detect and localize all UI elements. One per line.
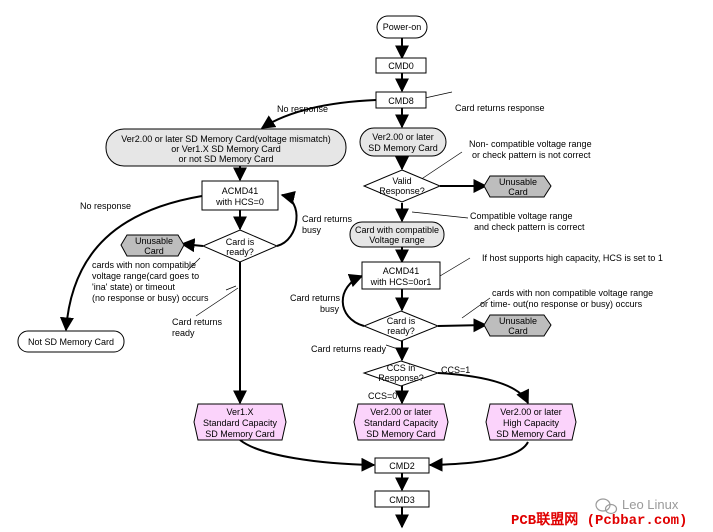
node-mismatch: Ver2.00 or later SD Memory Card(voltage … bbox=[105, 128, 347, 167]
card-compatible-line-1: Card with compatible bbox=[355, 225, 439, 235]
acmd41-right-line-2: with HCS=0or1 bbox=[370, 277, 432, 287]
node-cmd2: CMD2 bbox=[374, 457, 430, 474]
node-acmd41-left: ACMD41 with HCS=0 bbox=[201, 180, 279, 211]
node-power-on: Power-on bbox=[376, 15, 428, 39]
node-ver2-std: Ver2.00 or later Standard Capacity SD Me… bbox=[353, 403, 449, 441]
hcs-note: If host supports high capacity, HCS is s… bbox=[482, 253, 663, 263]
no-response-label-2: No response bbox=[80, 201, 131, 211]
cmd3-label: CMD3 bbox=[389, 495, 415, 505]
non-compatible-line-1: Non- compatible voltage range bbox=[469, 139, 592, 149]
compatible-line-1: Compatible voltage range bbox=[470, 211, 573, 221]
node-ver2-later: Ver2.00 or later SD Memory Card bbox=[359, 127, 447, 157]
node-cmd3: CMD3 bbox=[374, 490, 430, 508]
no-response-label-1: No response bbox=[277, 104, 328, 114]
valid-response-line-2: Response? bbox=[379, 186, 425, 196]
node-ver2-high: Ver2.00 or later High Capacity SD Memory… bbox=[485, 403, 577, 441]
acmd41-left-line-1: ACMD41 bbox=[222, 186, 259, 196]
watermark-brand: Leo Linux bbox=[622, 497, 679, 512]
node-unusable-right-1: Unusable Card bbox=[483, 175, 552, 198]
card-ready-left-line-1: Card is bbox=[226, 237, 255, 247]
ver2-std-line-1: Ver2.00 or later bbox=[370, 407, 432, 417]
node-ccs-response: CCS in Response? bbox=[362, 360, 440, 387]
node-cmd0: CMD0 bbox=[375, 57, 427, 74]
cmd0-label: CMD0 bbox=[388, 61, 414, 71]
card-returns-ready-1-line-1: Card returns bbox=[172, 317, 223, 327]
node-card-ready-right: Card is ready? bbox=[362, 310, 440, 342]
ver1x-line-2: Standard Capacity bbox=[203, 418, 278, 428]
unusable-left-line-2: Card bbox=[144, 246, 164, 256]
card-compatible-line-2: Voltage range bbox=[369, 235, 425, 245]
non-compat-left-line-2: voltage range(card goes to bbox=[92, 271, 199, 281]
card-returns-busy-1-line-1: Card returns bbox=[302, 214, 353, 224]
connectors bbox=[59, 38, 529, 529]
non-compat-right-line-2: or time- out(no response or busy) occurs bbox=[480, 299, 643, 309]
valid-response-line-1: Valid bbox=[392, 176, 411, 186]
ver1x-line-3: SD Memory Card bbox=[205, 429, 275, 439]
cmd8-label: CMD8 bbox=[388, 96, 414, 106]
compatible-line-2: and check pattern is correct bbox=[474, 222, 585, 232]
ver2-high-line-2: High Capacity bbox=[503, 418, 560, 428]
node-valid-response: Valid Response? bbox=[362, 169, 442, 203]
ver2-later-line-1: Ver2.00 or later bbox=[372, 132, 434, 142]
watermark-site: PCB联盟网 (Pcbbar.com) bbox=[511, 512, 687, 529]
wechat-icon bbox=[595, 498, 618, 515]
node-not-sd: Not SD Memory Card bbox=[17, 330, 125, 353]
card-returns-ready-1-line-2: ready bbox=[172, 328, 195, 338]
ver1x-line-1: Ver1.X bbox=[226, 407, 253, 417]
ver2-later-line-2: SD Memory Card bbox=[368, 143, 438, 153]
non-compat-left-line-3: 'ina' state) or timeout bbox=[92, 282, 175, 292]
ver2-high-line-1: Ver2.00 or later bbox=[500, 407, 562, 417]
node-card-ready-left: Card is ready? bbox=[201, 229, 279, 263]
ccs-0-label: CCS=0 bbox=[368, 391, 397, 401]
watermark: Leo Linux PCB联盟网 (Pcbbar.com) bbox=[511, 497, 687, 529]
node-unusable-left: Unusable Card bbox=[120, 234, 185, 257]
acmd41-left-line-2: with HCS=0 bbox=[215, 197, 264, 207]
card-returns-busy-2-line-1: Card returns bbox=[290, 293, 341, 303]
ver2-std-line-2: Standard Capacity bbox=[364, 418, 439, 428]
unusable-right-2-line-2: Card bbox=[508, 326, 528, 336]
card-returns-ready-2: Card returns ready bbox=[311, 344, 387, 354]
non-compatible-line-2: or check pattern is not correct bbox=[472, 150, 591, 160]
node-cmd8: CMD8 bbox=[375, 91, 427, 109]
node-ver1x-std: Ver1.X Standard Capacity SD Memory Card bbox=[193, 403, 287, 441]
ver2-std-line-3: SD Memory Card bbox=[366, 429, 436, 439]
unusable-right-1-line-2: Card bbox=[508, 187, 528, 197]
card-returns-busy-1-line-2: busy bbox=[302, 225, 322, 235]
non-compat-left-line-4: (no response or busy) occurs bbox=[92, 293, 209, 303]
unusable-right-1-line-1: Unusable bbox=[499, 177, 537, 187]
node-card-compatible: Card with compatible Voltage range bbox=[349, 221, 445, 248]
ccs-1-label: CCS=1 bbox=[441, 365, 470, 375]
card-returns-busy-2-line-2: busy bbox=[320, 304, 340, 314]
mismatch-line-1: Ver2.00 or later SD Memory Card(voltage … bbox=[121, 134, 331, 144]
edge-labels: No response Card returns response Non- c… bbox=[80, 103, 663, 401]
node-acmd41-right: ACMD41 with HCS=0or1 bbox=[361, 261, 441, 290]
card-returns-response-label: Card returns response bbox=[455, 103, 545, 113]
unusable-right-2-line-1: Unusable bbox=[499, 316, 537, 326]
power-on-label: Power-on bbox=[383, 22, 422, 32]
node-unusable-right-2: Unusable Card bbox=[483, 314, 552, 337]
card-ready-right-line-2: ready? bbox=[387, 326, 415, 336]
unusable-left-line-1: Unusable bbox=[135, 236, 173, 246]
cmd2-label: CMD2 bbox=[389, 461, 415, 471]
mismatch-line-3: or not SD Memory Card bbox=[178, 154, 273, 164]
card-ready-right-line-1: Card is bbox=[387, 316, 416, 326]
ccs-response-line-1: CCS in bbox=[387, 363, 416, 373]
non-compat-left-line-1: cards with non compatible bbox=[92, 260, 196, 270]
acmd41-right-line-1: ACMD41 bbox=[383, 266, 420, 276]
card-ready-left-line-2: ready? bbox=[226, 247, 254, 257]
not-sd-label: Not SD Memory Card bbox=[28, 337, 114, 347]
mismatch-line-2: or Ver1.X SD Memory Card bbox=[171, 144, 281, 154]
non-compat-right-line-1: cards with non compatible voltage range bbox=[492, 288, 653, 298]
ver2-high-line-3: SD Memory Card bbox=[496, 429, 566, 439]
ccs-response-line-2: Response? bbox=[378, 373, 424, 383]
